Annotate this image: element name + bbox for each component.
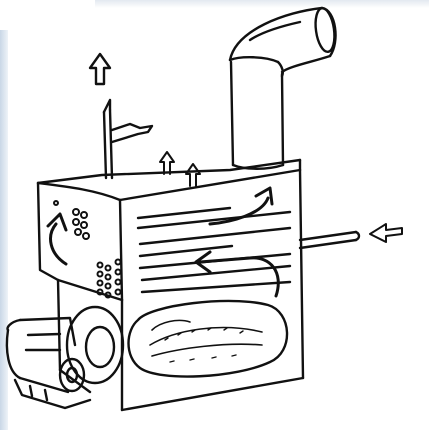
inlet-arrow: [370, 224, 402, 242]
up-arrow-heat-2: [186, 164, 200, 186]
airflow-curve-left: [48, 214, 66, 264]
up-arrow-exhaust: [90, 54, 110, 84]
combustion-chamber-flame: [129, 301, 288, 377]
fuel-inlet-pipe: [300, 232, 359, 248]
exhaust-flue-pipe: [230, 7, 337, 169]
burner-blower-unit: [7, 307, 123, 408]
up-arrow-heat-1: [160, 152, 174, 174]
small-vent-stack: [104, 100, 152, 178]
